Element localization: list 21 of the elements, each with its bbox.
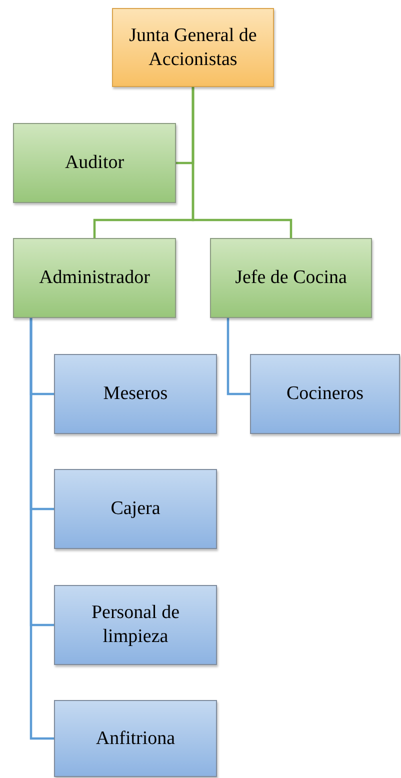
position-title: Meseros	[103, 382, 168, 406]
position-title: Junta General de Accionistas	[128, 24, 258, 72]
org-chart-box	[54, 585, 217, 665]
org-chart-box	[54, 354, 217, 434]
position-title: Cocineros	[286, 382, 364, 406]
org-chart-box	[54, 700, 217, 777]
org-chart-box	[13, 123, 176, 203]
position-title: Personal de limpieza	[90, 601, 181, 649]
position-title: Jefe de Cocina	[235, 266, 347, 290]
connector-line	[192, 87, 292, 238]
org-chart-box	[112, 8, 274, 87]
connector-line	[30, 318, 54, 740]
position-title: Auditor	[64, 151, 124, 175]
org-chart-box	[250, 354, 400, 434]
position-title: Administrador	[39, 266, 150, 290]
org-chart-box	[210, 238, 372, 318]
position-title: Anfitriona	[96, 726, 176, 750]
org-chart-box	[13, 238, 176, 318]
position-title: Cajera	[110, 497, 160, 521]
connector-line	[226, 318, 250, 396]
org-chart-box	[54, 469, 217, 549]
